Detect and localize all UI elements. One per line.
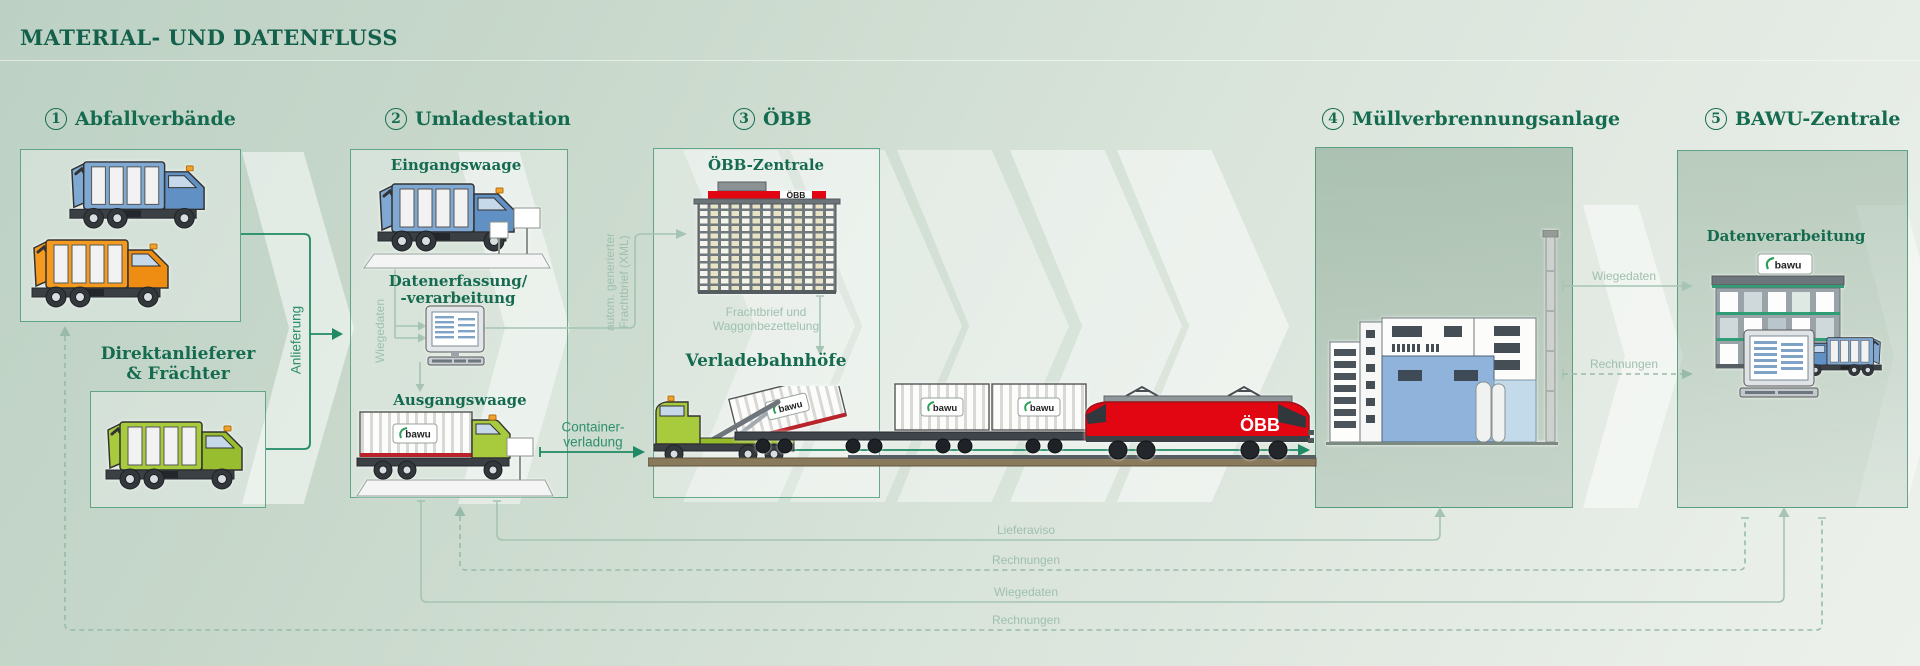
rail-wagons-containers-icon: bawu bawu: [734, 383, 1093, 454]
rechnungen-bottom1-label: Rechnungen: [991, 553, 1061, 567]
svg-text:bawu: bawu: [933, 403, 957, 414]
containerverladung-arrowhead-icon: [633, 446, 645, 458]
wagon-container: bawu: [991, 383, 1087, 431]
svg-text:bawu: bawu: [405, 430, 431, 441]
garbage-truck-green-icon: [98, 416, 250, 494]
eingangswaage-truck-scale-icon: [363, 182, 551, 269]
containerverladung-arrow: [539, 447, 633, 457]
bawu-logo: bawu: [392, 423, 438, 444]
train-to-plant-arrowhead-icon: [1298, 444, 1310, 456]
section-heading-umladestation: 2 Umladestation: [385, 108, 571, 130]
xml-frachtbrief-line1: autom. generierter: [603, 232, 617, 332]
oebb-zentrale-label: ÖBB-Zentrale: [707, 156, 825, 174]
garbage-truck-blue-small-icon: [1804, 338, 1881, 376]
xml-frachtbrief-label: autom. generierter Frachtbrief (XML): [603, 233, 631, 331]
bawu-logo: bawu: [1017, 397, 1061, 417]
section-heading-label: ÖBB: [763, 108, 812, 130]
oebb-logo: ÖBB: [1240, 415, 1280, 435]
dashed-invoice-lines: [64, 336, 1823, 631]
bawu-logo: bawu: [920, 397, 964, 417]
section-heading-label: Abfallverbände: [75, 108, 236, 130]
datenerfassung-label-line1: Datenerfassung/: [388, 272, 528, 290]
section-heading-muellverbrennungsanlage: 4 Müllverbrennungsanlage: [1322, 108, 1620, 130]
bawu-building-icon: bawu: [1711, 253, 1888, 398]
section-heading-oebb: 3 ÖBB: [733, 108, 812, 130]
top-divider: [0, 60, 1920, 61]
oebb-locomotive-icon: ÖBB: [1085, 385, 1314, 460]
oebb-zentrale-building-icon: ÖBB: [693, 181, 841, 294]
lieferaviso-label: Lieferaviso: [996, 523, 1056, 537]
wagon-container: bawu: [894, 383, 990, 431]
section-heading-label: BAWU-Zentrale: [1735, 108, 1901, 130]
page-title: MATERIAL- UND DATENFLUSS: [20, 25, 398, 50]
ausgangswaage-label: Ausgangswaage: [393, 391, 527, 409]
datenerfassung-label-line2: -verarbeitung: [400, 289, 516, 307]
rail-track: [648, 455, 1317, 467]
bawu-logo: bawu: [1757, 253, 1813, 275]
section-heading-abfallverbaende: 1 Abfallverbände: [45, 108, 236, 130]
section-number-badge: 2: [385, 108, 407, 130]
anlieferung-arrowhead-icon: [332, 328, 343, 340]
wiegedaten-vertical-label: Wiegedaten: [373, 298, 387, 364]
garbage-truck-orange-icon: [24, 234, 176, 312]
svg-text:bawu: bawu: [1775, 260, 1802, 272]
incineration-plant-icon: [1326, 230, 1559, 445]
dashed-arrowheads: [59, 326, 1693, 516]
containerverladung-label-line2: verladung: [563, 434, 623, 450]
frachtbrief-label-line2: Waggonbezettelung: [712, 319, 820, 333]
eingangswaage-label: Eingangswaage: [390, 156, 522, 174]
computer-icon: [425, 305, 485, 366]
direktanlieferer-label-line1: Direktanlieferer: [100, 344, 256, 364]
svg-text:bawu: bawu: [1030, 403, 1054, 414]
containerverladung-label-line1: Container-: [561, 419, 625, 435]
section-number-badge: 1: [45, 108, 67, 130]
anlieferung-bracket: [241, 233, 332, 450]
pale-arrowheads: [415, 229, 1790, 517]
rechnungen-right-label: Rechnungen: [1589, 357, 1659, 371]
section-number-badge: 5: [1705, 108, 1727, 130]
bawu-logo: bawu: [764, 392, 810, 421]
xml-frachtbrief-line2: Frachtbrief (XML): [617, 235, 631, 329]
frachtbrief-label-line1: Frachtbrief und: [725, 305, 807, 319]
datenverarbeitung-label: Datenverarbeitung: [1706, 227, 1866, 245]
section-heading-label: Müllverbrennungsanlage: [1352, 108, 1621, 130]
wiegedaten-right-label: Wiegedaten: [1591, 269, 1657, 283]
direktanlieferer-label-line2: & Frächter: [126, 364, 230, 384]
pale-data-lines: [394, 233, 1826, 603]
wiegedaten-bottom-label: Wiegedaten: [993, 585, 1059, 599]
garbage-truck-blue-icon: [62, 156, 212, 233]
section-number-badge: 4: [1322, 108, 1344, 130]
section-heading-bawu-zentrale: 5 BAWU-Zentrale: [1705, 108, 1901, 130]
ausgangswaage-truck-scale-icon: bawu: [356, 411, 554, 497]
oebb-logo: ÖBB: [787, 190, 806, 200]
anlieferung-label: Anlieferung: [288, 305, 304, 375]
verladebahnhoefe-label: Verladebahnhöfe: [685, 351, 847, 371]
section-number-badge: 3: [733, 108, 755, 130]
rechnungen-bottom2-label: Rechnungen: [991, 613, 1061, 627]
section-heading-label: Umladestation: [415, 108, 571, 130]
